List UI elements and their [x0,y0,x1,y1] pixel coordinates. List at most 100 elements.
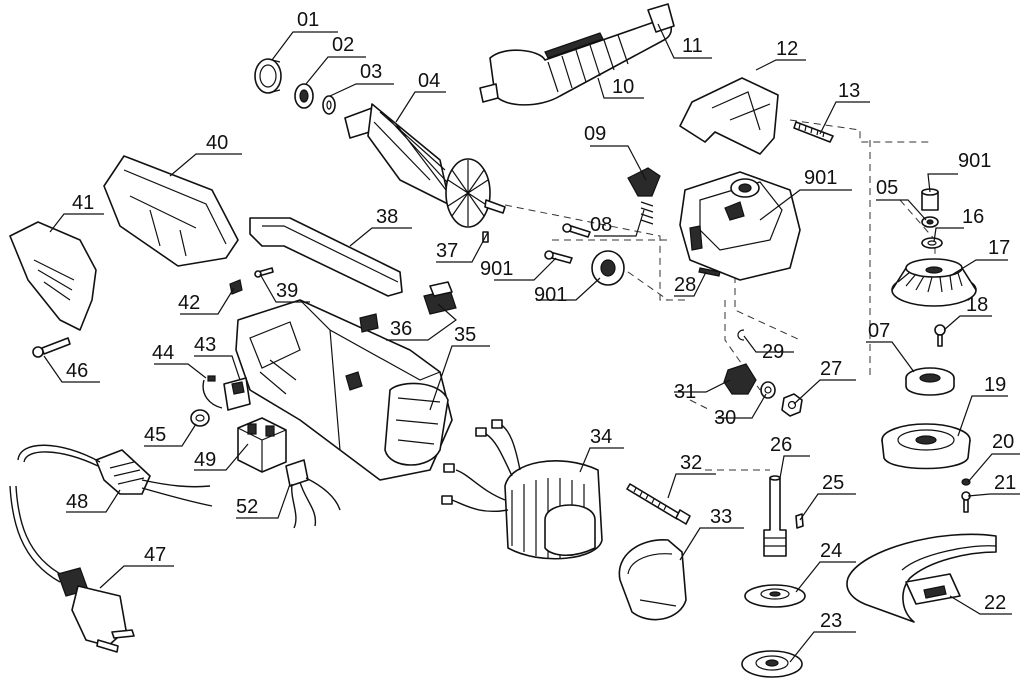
label-19: 19 [984,374,1006,396]
label-18: 18 [966,294,988,316]
label-26: 26 [770,434,792,456]
label-17: 17 [988,237,1010,259]
part-49-switch [237,417,287,473]
label-49: 49 [194,449,216,471]
part-08-spring [640,201,654,225]
part-17-bevel-gear [891,258,977,307]
part-31-pinion [723,363,757,395]
part-45-coil [190,409,210,427]
label-24: 24 [820,540,842,562]
part-47-power-cord [9,444,135,653]
part-29-circlip [737,329,745,341]
label-25: 25 [822,472,844,494]
label-901c: 901 [480,258,513,280]
leader-lines [43,23,1020,663]
label-11: 11 [682,35,703,57]
label-08: 08 [590,214,612,236]
part-02-ball-bearing [294,83,314,109]
part-24-inner-flange [744,584,806,608]
label-07: 07 [868,320,890,342]
label-32: 32 [680,452,702,474]
label-16: 16 [962,206,984,228]
label-28: 28 [674,274,696,296]
part-11-handle-end [647,3,675,33]
part-43-electronics [223,377,251,411]
label-02: 02 [332,34,354,56]
part-03-washer [322,95,336,115]
label-10: 10 [612,76,634,98]
part-48-cord-guard [95,449,213,507]
part-20-washer [961,478,971,486]
label-04: 04 [418,70,440,92]
part-number-labels: 01 02 03 04 11 10 12 13 09 40 901 901 05… [66,9,1016,632]
label-901a: 901 [958,150,991,172]
label-45: 45 [144,424,166,446]
part-04-armature [344,103,506,228]
label-47: 47 [144,544,166,566]
part-gear-housing [679,171,801,281]
label-35: 35 [454,324,476,346]
part-901-screws [544,223,591,264]
part-41-end-cap [9,221,97,331]
part-28-key [698,267,721,277]
label-09: 09 [584,123,606,145]
part-25-key [795,513,804,529]
label-31: 31 [674,381,696,403]
part-35-motor-housing [235,299,453,481]
part-27-nut [781,393,803,417]
part-52-capacitor [285,459,341,529]
part-38-switch-rod [249,217,403,297]
label-901d: 901 [534,284,567,306]
label-41: 41 [72,192,94,214]
part-33-air-guide [618,539,687,621]
label-05: 05 [876,177,898,199]
label-23: 23 [820,610,842,632]
part-07-ball-bearing [905,367,955,396]
part-34-stator [441,419,603,560]
label-38: 38 [376,206,398,228]
part-901-bearing [591,250,625,286]
part-30-washer [760,381,776,399]
part-901-needle-bearing [921,188,939,211]
part-12-cover [679,77,779,155]
label-901b: 901 [804,167,837,189]
label-36: 36 [390,318,412,340]
label-43: 43 [194,334,216,356]
label-20: 20 [992,431,1014,453]
part-36-brush [359,281,457,333]
label-42: 42 [178,292,200,314]
label-22: 22 [984,592,1006,614]
label-12: 12 [776,38,798,60]
label-39: 39 [276,280,298,302]
label-34: 34 [590,426,612,448]
label-33: 33 [710,506,732,528]
part-26-spindle [763,475,787,557]
part-19-bearing-flange [881,423,971,470]
label-37: 37 [436,240,458,262]
label-30: 30 [714,407,736,429]
part-18-screw [934,324,946,347]
part-39-screw [254,267,274,278]
label-46: 46 [66,360,88,382]
part-16-washer [921,237,943,249]
label-03: 03 [360,61,382,83]
part-40-rear-cover [103,155,239,267]
part-01-bearing-sleeve [254,58,282,94]
part-09-lock-button [627,167,661,197]
label-21: 21 [994,472,1016,494]
part-21-screw [961,491,971,513]
part-23-flange-nut [741,650,803,678]
part-44-wire-lead [202,375,223,409]
label-52: 52 [236,496,258,518]
label-48: 48 [66,491,88,513]
label-40: 40 [206,132,228,154]
part-22-wheel-guard [846,533,997,623]
label-44: 44 [152,342,174,364]
part-46-screw [32,337,71,358]
label-27: 27 [820,358,842,380]
label-13: 13 [838,80,860,102]
label-01: 01 [297,9,319,31]
part-10-side-handle [479,19,672,106]
part-32-screw [626,483,691,525]
